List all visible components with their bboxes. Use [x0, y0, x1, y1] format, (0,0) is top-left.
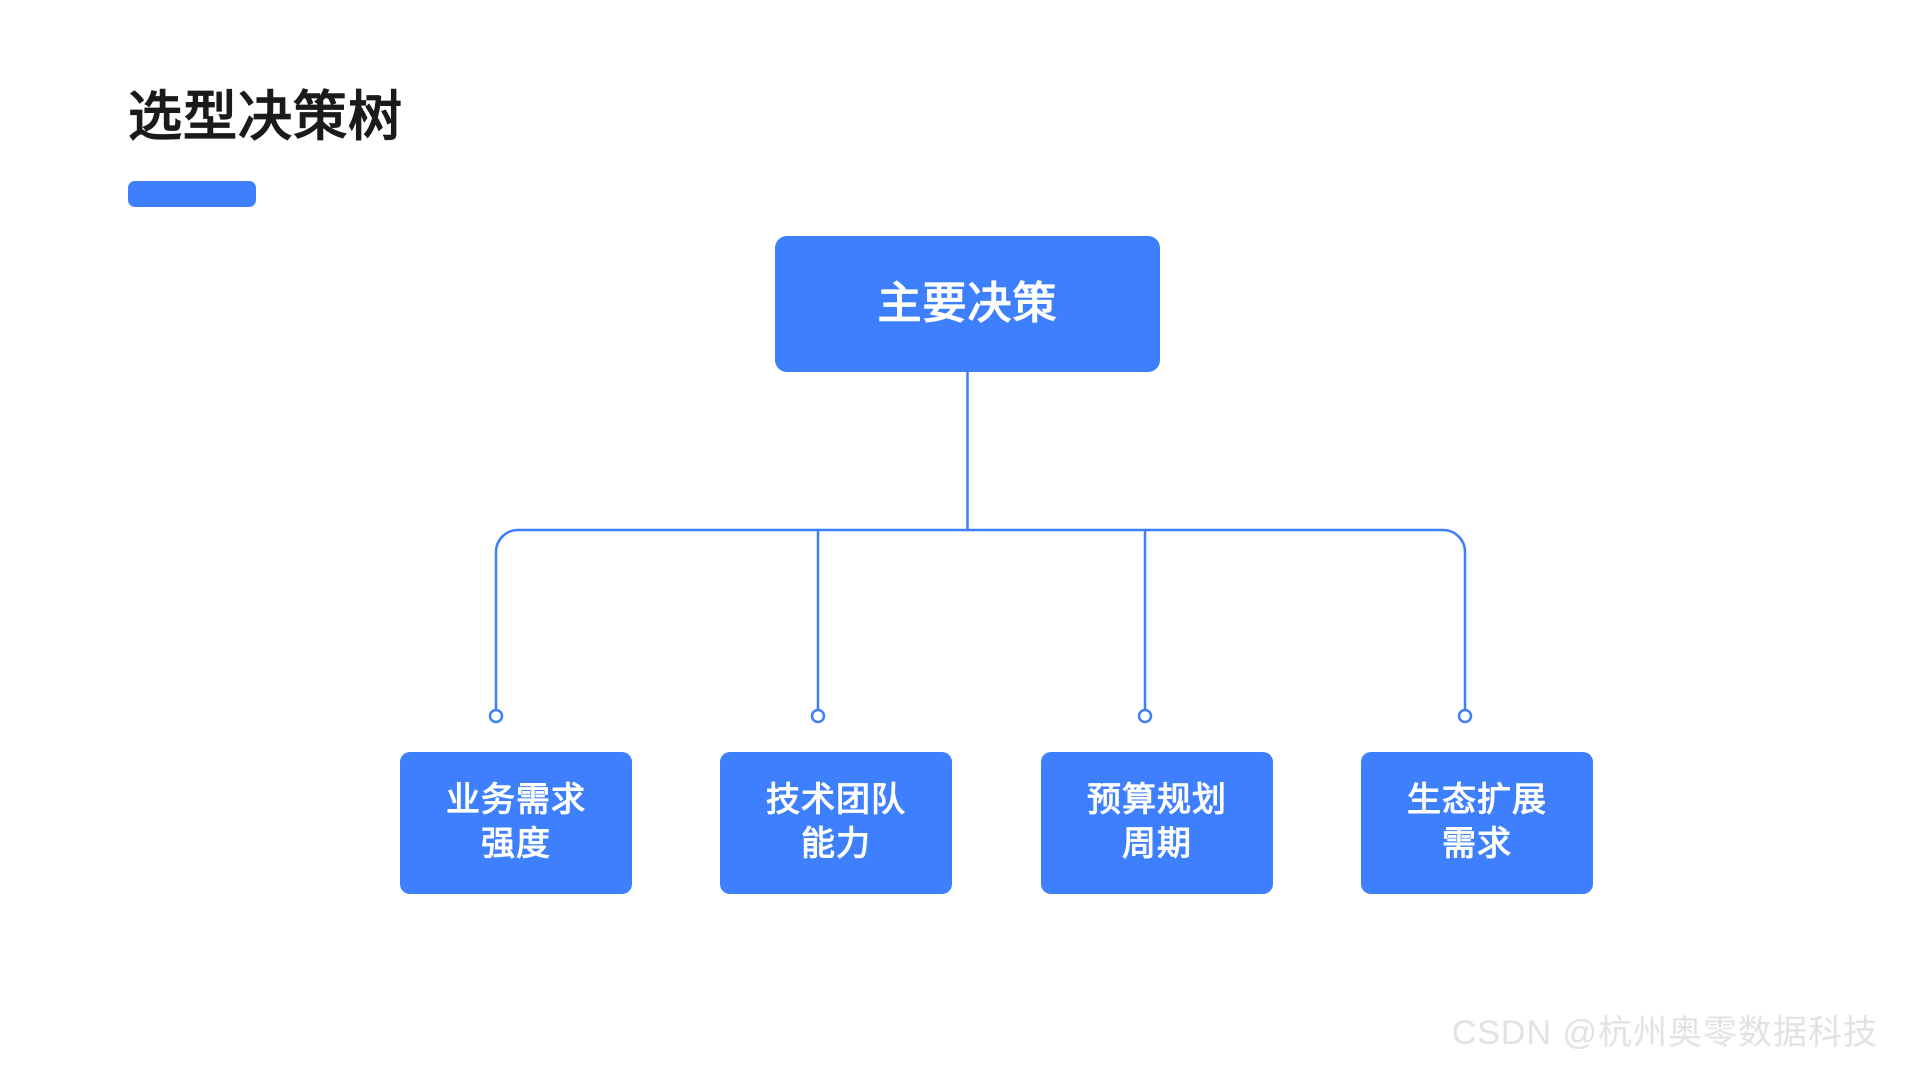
tree-node-leaf-business-demand[interactable]: 业务需求 强度 — [400, 752, 632, 894]
tree-node-leaf-label: 技术团队 能力 — [766, 781, 906, 863]
csdn-watermark: CSDN @杭州奥零数据科技 — [1451, 1014, 1878, 1052]
connector-endpoint-dot — [1457, 708, 1473, 724]
connector-endpoint-dot — [1137, 708, 1153, 724]
tree-node-leaf-label: 生态扩展 需求 — [1407, 781, 1547, 863]
tree-node-leaf-tech-team[interactable]: 技术团队 能力 — [720, 752, 952, 894]
slide-header: 选型决策树 — [128, 87, 1028, 208]
connector-endpoint-dot — [810, 708, 826, 724]
tree-node-leaf-ecosystem[interactable]: 生态扩展 需求 — [1361, 752, 1593, 894]
connector-endpoint-dot — [488, 708, 504, 724]
connector-bus — [494, 528, 1467, 712]
tree-node-leaf-label: 预算规划 周期 — [1087, 781, 1227, 863]
tree-node-root[interactable]: 主要决策 — [775, 236, 1160, 372]
tree-node-root-label: 主要决策 — [877, 278, 1058, 328]
tree-node-leaf-label: 业务需求 强度 — [446, 781, 586, 863]
tree-node-leaf-budget-plan[interactable]: 预算规划 周期 — [1041, 752, 1273, 894]
page-title: 选型决策树 — [128, 87, 403, 147]
title-accent-bar — [128, 181, 256, 208]
